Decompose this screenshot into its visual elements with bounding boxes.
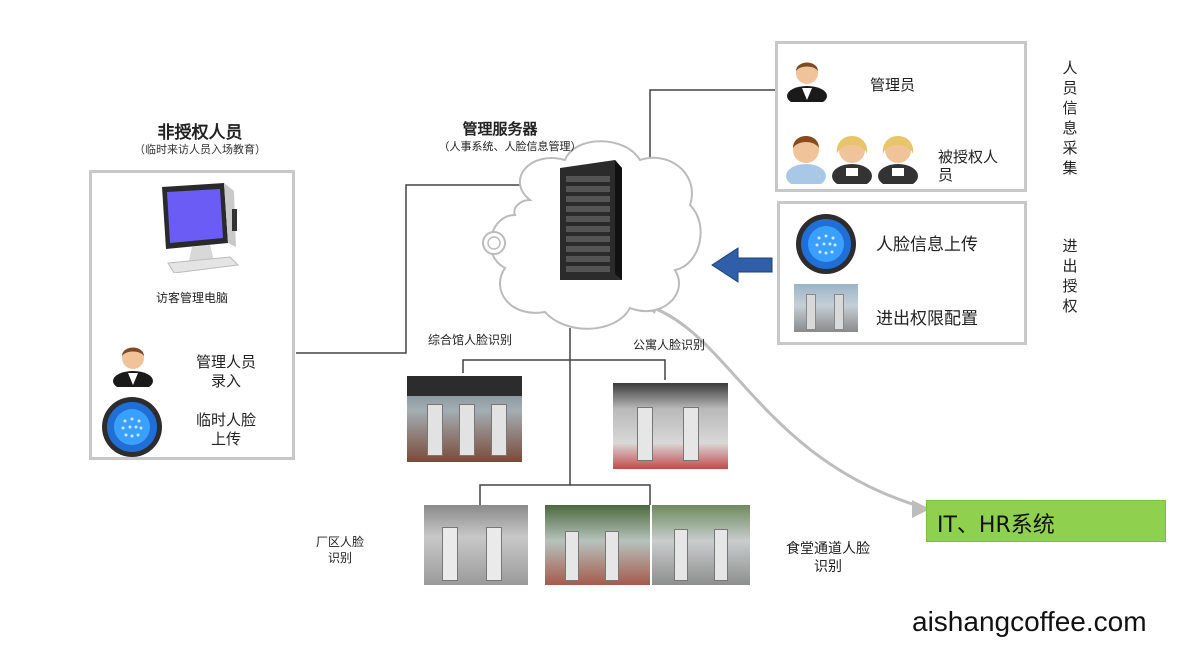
permission-gate-photo xyxy=(794,284,858,332)
access-box: 人脸信息上传 进出权限配置 xyxy=(777,201,1027,345)
blue-arrow-left xyxy=(711,247,773,283)
curve-arrow-head-right xyxy=(912,500,930,518)
admin-avatar-icon xyxy=(113,347,153,387)
unauthorized-title: 非授权人员 xyxy=(157,123,243,143)
authorized-label: 被授权人 员 xyxy=(938,148,999,184)
face-scan-icon xyxy=(102,397,162,457)
face-upload-label: 人脸信息上传 xyxy=(876,235,978,255)
it-hr-system-box: IT、HR系统 xyxy=(926,500,1166,542)
computer-label: 访客管理电脑 xyxy=(155,291,228,305)
collection-side-label: 人 员 信 息 采 集 xyxy=(1062,59,1078,177)
unauthorized-box: 访客管理电脑 管理人员 录入 临时人脸 上传 xyxy=(89,170,295,460)
collection-admin-label: 管理员 xyxy=(870,76,916,94)
visitor-computer-icon xyxy=(162,183,240,273)
temp-face-label: 临时人脸 上传 xyxy=(195,411,256,448)
canteen-gate-label: 食堂通道人脸 识别 xyxy=(786,541,870,575)
admin-avatar-icon xyxy=(787,62,827,102)
factory-gate-photo xyxy=(424,505,528,585)
curve-it-hr xyxy=(644,303,926,510)
canteen-gate-photo-1 xyxy=(545,505,650,585)
factory-gate-label: 厂区人脸 识别 xyxy=(315,535,364,565)
canteen-gate-photo-2 xyxy=(652,505,750,585)
apartment-gate-photo xyxy=(613,383,728,469)
server-title: 管理服务器 xyxy=(462,120,538,138)
permission-label: 进出权限配置 xyxy=(876,309,978,329)
face-scan-icon xyxy=(796,214,856,274)
admin-entry-label: 管理人员 录入 xyxy=(195,353,256,390)
gym-gate-photo xyxy=(407,376,522,462)
server-tower-icon xyxy=(560,160,622,280)
line-visitor-to-server xyxy=(296,184,520,354)
unauthorized-subtitle: （临时来访人员入场教育） xyxy=(134,143,266,156)
watermark: aishangcoffee.com xyxy=(912,606,1147,637)
collection-box: 管理员 被授权人 员 xyxy=(775,41,1027,192)
server-subtitle: （人事系统、人脸信息管理） xyxy=(438,140,582,153)
authorized-people-icon xyxy=(786,136,918,184)
line-gym-apartment xyxy=(462,359,666,380)
apartment-gate-label: 公寓人脸识别 xyxy=(633,338,706,352)
line-factory-canteen xyxy=(479,484,651,505)
line-server-to-collection xyxy=(649,89,776,165)
gym-gate-label: 综合馆人脸识别 xyxy=(428,333,513,347)
it-hr-system-label: IT、HR系统 xyxy=(937,513,1055,538)
access-side-label: 进 出 授 权 xyxy=(1062,237,1078,315)
